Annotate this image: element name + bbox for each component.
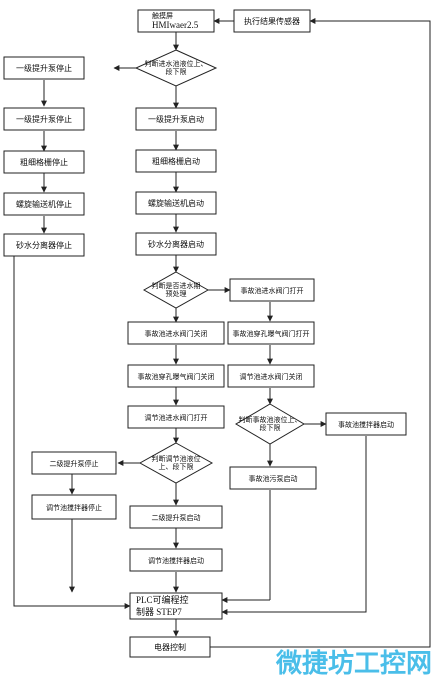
node-stop1: 一级提升泵停止 (3, 56, 85, 80)
edges (13, 18, 431, 648)
open-inlet-label: 事故池进水阀门打开 (241, 286, 304, 295)
close-air-label: 事故池穿孔曝气阀门关闭 (138, 372, 215, 381)
node-stop2: 二级提升泵停止 (31, 451, 117, 475)
node-start-sand: 砂水分离器启动 (135, 232, 217, 256)
sensor-label: 执行结果传感器 (244, 16, 300, 26)
stop2-label: 二级提升泵停止 (50, 459, 99, 468)
d3-label-2: 上、段下限 (159, 462, 194, 471)
node-stop-sand: 砂水分离器停止 (3, 233, 85, 257)
plc-label-1: PLC可编程控 (136, 594, 189, 605)
watermark-text: 微捷坊工控网 (275, 648, 432, 679)
node-stop-spiral: 螺旋输送机停止 (3, 192, 85, 216)
decision-d3: 判断调节池液位 上、段下限 (138, 442, 214, 484)
node-start-reg-pump: 调节池搅拌器启动 (129, 548, 223, 572)
hmi-label-2: HMIwaer2.5 (152, 20, 199, 30)
node-open-reg: 调节池进水阀门打开 (127, 405, 225, 429)
decision-d4: 判断事故池液位上、 段下限 (235, 403, 305, 445)
node-start-grid: 粗细格栅启动 (135, 149, 217, 173)
start-spiral-label: 螺旋输送机启动 (148, 198, 204, 208)
node-sensor: 执行结果传感器 (233, 9, 311, 33)
node-close-inlet: 事故池进水阀门关闭 (127, 321, 225, 345)
d2-label-1: 判断是否进水期 (152, 281, 201, 290)
d3-label-1: 判断调节池液位 (152, 454, 201, 463)
elec-label: 电器控制 (154, 642, 186, 652)
node-elec: 电器控制 (129, 636, 211, 658)
node-open-inlet: 事故池进水阀门打开 (229, 278, 315, 302)
acc-sludge-label: 事故池污泵启动 (249, 474, 298, 483)
close-reg-label: 调节池进水阀门关闭 (240, 372, 303, 381)
open-air-label: 事故池穿孔曝气阀门打开 (233, 329, 310, 338)
node-close-reg: 调节池进水阀门关闭 (227, 364, 315, 388)
edge-accstir-plc (221, 436, 367, 615)
stop1b-label: 一级提升泵停止 (16, 114, 72, 124)
stop-grid-label: 粗细格栅停止 (20, 157, 68, 167)
node-acc-stir: 事故池搅拌器启动 (325, 412, 407, 436)
hmi-label-1: 触摸屏 (152, 11, 173, 20)
d1-label-1: 判断进水池液位上、 (145, 59, 208, 68)
open-reg-label: 调节池进水阀门打开 (145, 413, 208, 422)
node-close-air: 事故池穿孔曝气阀门关闭 (127, 364, 225, 388)
plc-label-2: 制器 STEP7 (136, 606, 182, 617)
node-start2: 二级提升泵启动 (129, 505, 223, 529)
node-open-air: 事故池穿孔曝气阀门打开 (227, 321, 315, 345)
node-acc-sludge: 事故池污泵启动 (229, 466, 317, 490)
stop-sand-label: 砂水分离器停止 (16, 240, 72, 250)
node-hmi: 触摸屏 HMIwaer2.5 (137, 9, 215, 33)
start-grid-label: 粗细格栅启动 (152, 156, 200, 166)
node-plc: PLC可编程控 制器 STEP7 (129, 592, 223, 620)
start-sand-label: 砂水分离器启动 (148, 239, 204, 249)
start2-label: 二级提升泵启动 (152, 513, 201, 522)
decision-d2: 判断是否进水期 预处理 (142, 271, 210, 309)
node-start-spiral: 螺旋输送机启动 (135, 191, 217, 215)
close-inlet-label: 事故池进水阀门关闭 (145, 329, 208, 338)
node-stop-grid: 粗细格栅停止 (3, 150, 85, 174)
d4-label-2: 段下限 (260, 423, 281, 432)
d1-label-2: 段下限 (166, 67, 187, 76)
node-stop1b: 一级提升泵停止 (3, 107, 85, 131)
edge-feedback-loop (210, 18, 431, 648)
edge-sandstop-plc (13, 256, 131, 609)
start-reg-pump-label: 调节池搅拌器启动 (148, 556, 204, 565)
stop-reg-pump-label: 调节池搅拌器停止 (46, 503, 102, 512)
node-stop-reg-pump: 调节池搅拌器停止 (31, 494, 117, 520)
decision-d1: 判断进水池液位上、 段下限 (134, 49, 218, 87)
d4-label-1: 判断事故池液位上、 (239, 415, 302, 424)
acc-stir-label: 事故池搅拌器启动 (338, 420, 394, 429)
stop1-label: 一级提升泵停止 (16, 63, 72, 73)
node-start1: 一级提升泵启动 (135, 107, 217, 131)
stop-spiral-label: 螺旋输送机停止 (16, 199, 72, 209)
d2-label-2: 预处理 (166, 289, 187, 298)
start1-label: 一级提升泵启动 (148, 114, 204, 124)
